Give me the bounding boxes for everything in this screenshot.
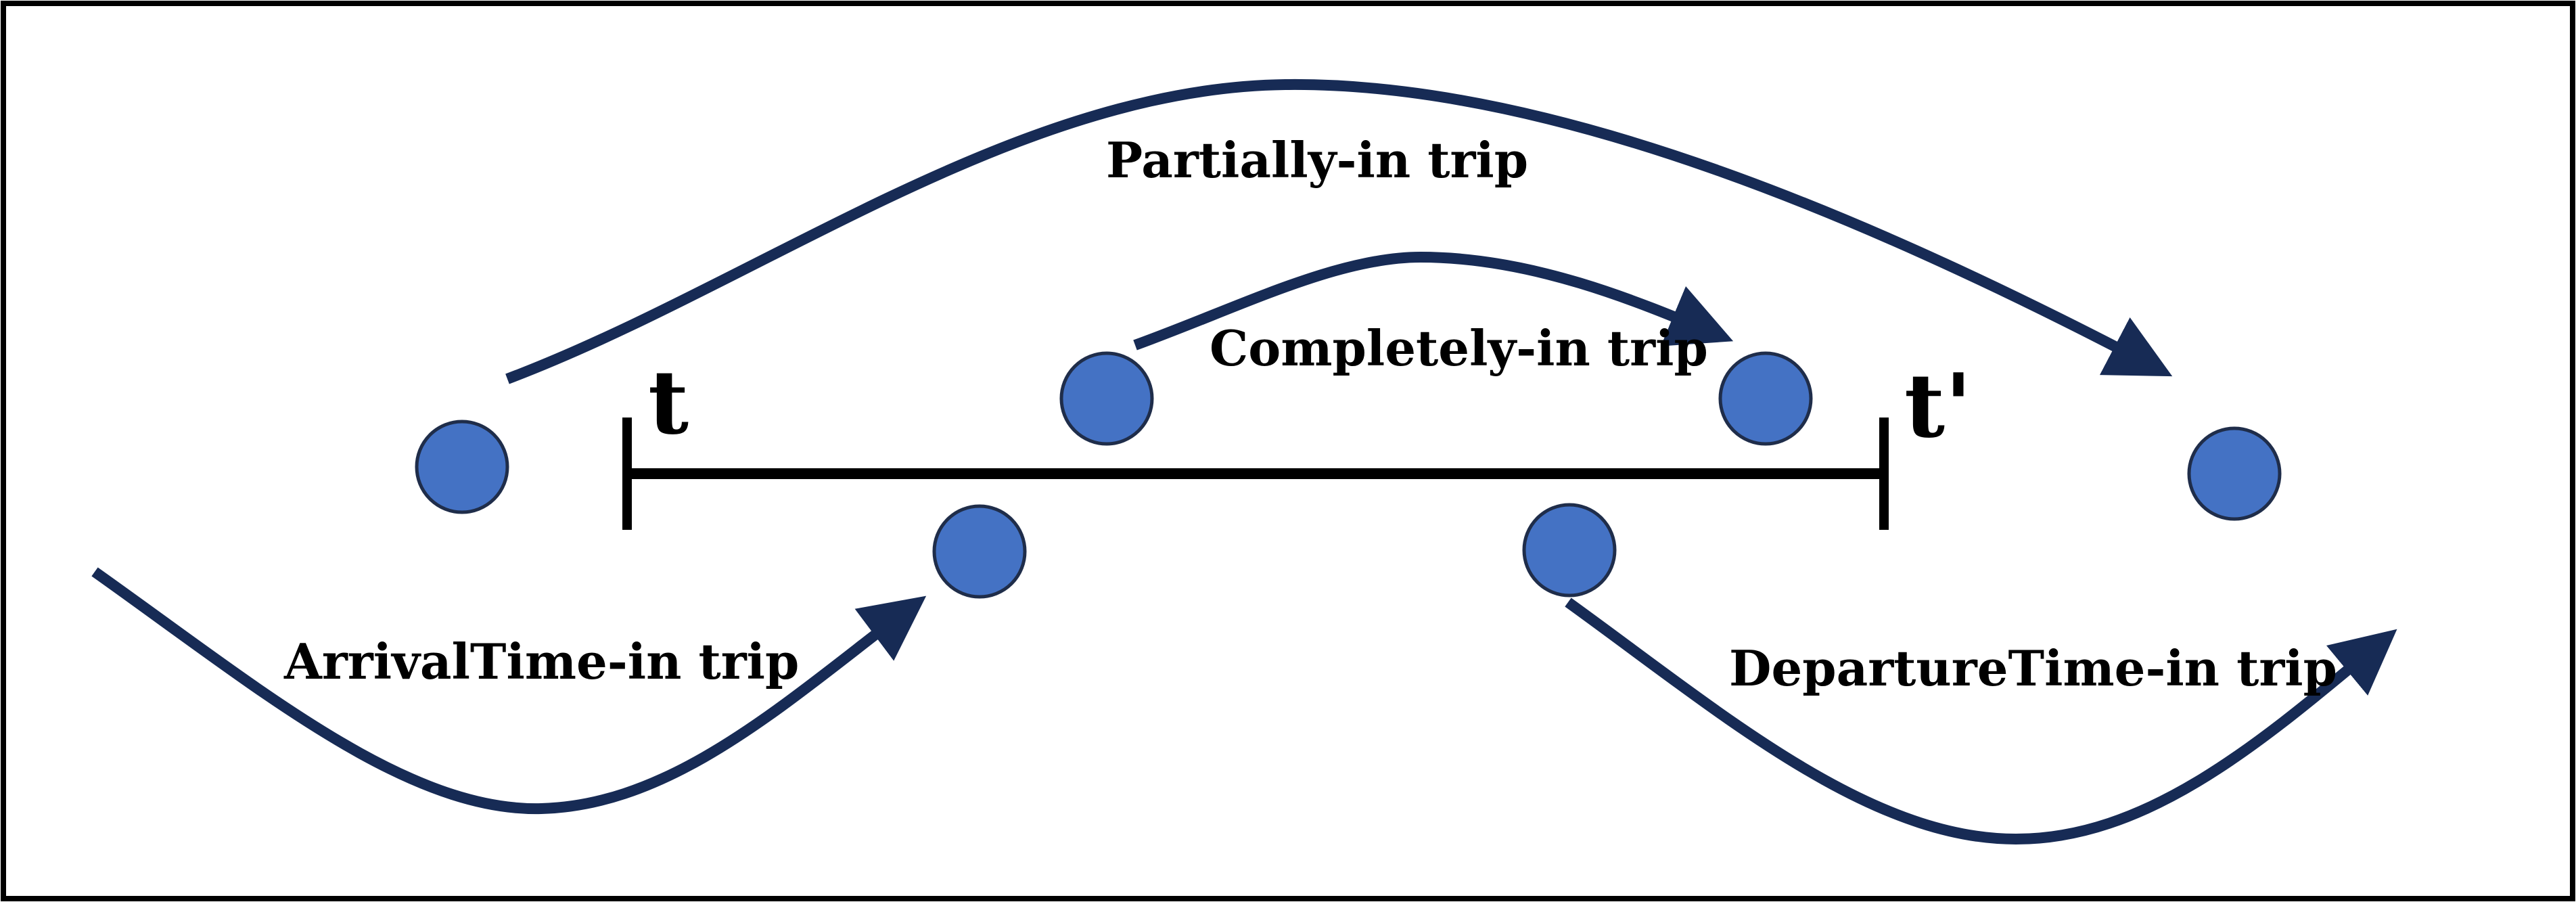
labels: t t' Partially-in trip Completely-in tri… [283,131,2337,697]
departuretime-in-trip-label: DepartureTime-in trip [1729,639,2337,697]
interval-end-label: t' [1904,354,1972,457]
trip-endpoints [415,351,2282,599]
trip-arrows [91,78,2397,845]
partially-in-trip-label: Partially-in trip [1106,131,1528,189]
completely-in-origin-node [1059,351,1154,446]
partially-in-destination-node [2187,426,2282,521]
interval-start-label: t [648,351,689,454]
partially-in-origin-node [415,420,509,514]
departuretime-in-trip-arrow [1565,597,2397,845]
partially-in-trip-arrow [505,78,2173,384]
arrivaltime-in-trip-label: ArrivalTime-in trip [283,633,799,690]
arrivaltime-in-destination-node [932,504,1027,599]
arrivaltime-in-trip-arrow [91,567,927,815]
completely-in-trip-label: Completely-in trip [1210,319,1708,377]
completely-in-trip-arrow [1133,251,1734,351]
departuretime-in-origin-node [1522,503,1617,597]
timeline [622,418,1889,530]
completely-in-destination-node [1718,351,1813,446]
